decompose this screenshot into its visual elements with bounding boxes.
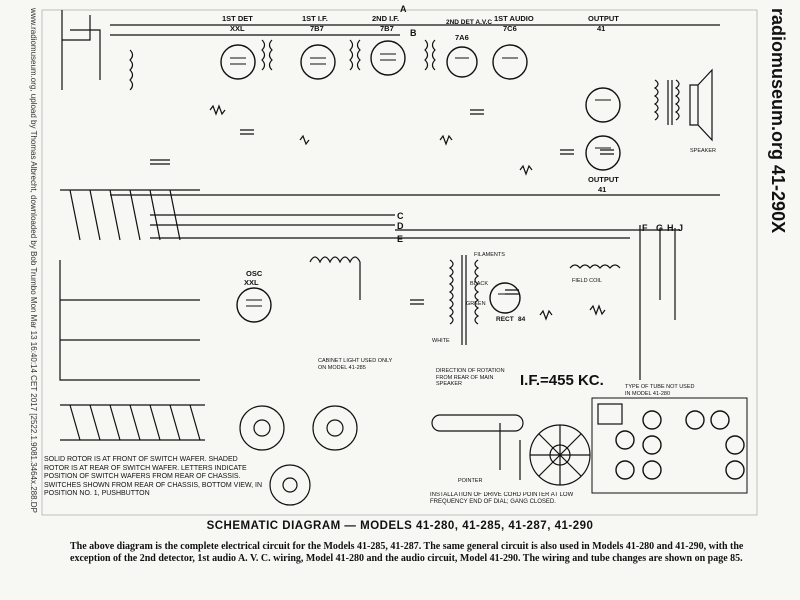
note-switch-rotor: SOLID ROTOR IS AT FRONT OF SWITCH WAFER.…: [44, 456, 263, 498]
if-frequency: I.F.=455 KC.: [520, 372, 604, 389]
bus-letter-h: H: [667, 223, 674, 233]
tube-grids: [230, 53, 611, 307]
watermark-left: www.radiomuseum.org, upload by Thomas Al…: [29, 8, 38, 513]
tube-socket-loc-1: [615, 430, 635, 450]
tube-type-2nd-det: 7A6: [455, 33, 469, 42]
bus-letter-e: E: [397, 234, 403, 244]
antenna-input: [61, 10, 101, 90]
bus-letter-c: C: [397, 211, 404, 221]
dial-spokes: [530, 425, 590, 485]
switch-wafer-c-hub: [282, 477, 298, 493]
output-transformer: [653, 79, 680, 125]
tube-type-output-2: 41: [598, 185, 606, 194]
tube-label-output-1: OUTPUT: [588, 14, 619, 23]
tube-socket-loc-9: [725, 460, 745, 480]
note-switch-rotor-box: SOLID ROTOR IS AT FRONT OF SWITCH WAFER.…: [44, 456, 263, 498]
bus-letter-g: G: [656, 223, 663, 233]
band-switch-wafers: [59, 189, 200, 381]
antenna-coil: [129, 49, 134, 91]
tube-socket-loc-8: [642, 460, 662, 480]
tube-socket-loc-7: [615, 460, 635, 480]
label-field-coil: FIELD COIL: [572, 278, 602, 284]
tube-2nd-det-avc: [446, 46, 478, 78]
tube-socket-loc-6: [725, 435, 745, 455]
tube-output-2: [585, 135, 621, 171]
schematic-frame: [41, 9, 758, 516]
watermark-left-box: www.radiomuseum.org, upload by Thomas Al…: [26, 8, 38, 513]
tube-label-osc: OSC: [246, 269, 263, 278]
tube-1st-if: [300, 44, 336, 80]
note-cabinet-light: CABINET LIGHT USED ONLY ON MODEL 41-285: [318, 358, 393, 371]
tube-socket-loc-3: [642, 435, 662, 455]
bus-letter-a: A: [400, 4, 407, 14]
diagram-title: SCHEMATIC DIAGRAM — MODELS 41-280, 41-28…: [206, 520, 594, 532]
bus-letter-j: J: [678, 223, 683, 233]
capacitors: [150, 109, 614, 305]
tube-rect: [489, 282, 521, 314]
tube-2nd-if: [370, 40, 406, 76]
note-direction: DIRECTION OF ROTATION FROM REAR OF MAIN …: [436, 368, 505, 387]
dial-drive-cord: [431, 414, 524, 480]
tube-label-2nd-det: 2ND DET A.V.C: [446, 19, 492, 26]
switch-wafer-c: [269, 464, 311, 506]
tube-label-1st-if: 1ST I.F.: [302, 14, 328, 23]
bus-letter-d: D: [397, 221, 404, 231]
signal-bus-fghj: [395, 225, 680, 380]
tube-location-panel: [591, 397, 748, 494]
field-coil: [569, 264, 621, 269]
tube-socket-loc-2: [642, 410, 662, 430]
switch-wafer-a: [239, 405, 285, 451]
tube-type-osc: XXL: [244, 278, 259, 287]
label-speaker: SPEAKER: [690, 148, 716, 154]
note-dial-install: INSTALLATION OF DRIVE CORD POINTER AT LO…: [430, 492, 574, 505]
diagram-caption: The above diagram is the complete electr…: [70, 541, 744, 564]
power-transformer: [448, 255, 480, 345]
watermark-right-box: radiomuseum.org 41-290X: [762, 8, 792, 288]
tube-location-inner: [597, 403, 623, 425]
tube-1st-audio: [492, 44, 528, 80]
label-white: WHITE: [432, 338, 450, 344]
if-transformer-3: [424, 39, 436, 71]
tube-socket-loc-5: [710, 410, 730, 430]
bus-letter-b: B: [410, 28, 417, 38]
note-dial-install-box: INSTALLATION OF DRIVE CORD POINTER AT LO…: [430, 492, 574, 505]
note-tube-location-box: TYPE OF TUBE NOT USED IN MODEL 41-280: [625, 384, 695, 397]
tube-type-1st-det: XXL: [230, 24, 245, 33]
top-rail: [110, 24, 720, 36]
tube-label-2nd-if: 2ND I.F.: [372, 14, 399, 23]
tube-type-output-1: 41: [597, 24, 605, 33]
if-transformer-2: [349, 39, 361, 71]
tube-type-1st-audio: 7C6: [503, 24, 517, 33]
tube-type-rect: 84: [518, 316, 526, 323]
if-transformer-1: [261, 39, 273, 71]
tube-output-1: [585, 87, 621, 123]
label-black: BLACK: [470, 281, 488, 287]
resistors: [209, 104, 606, 321]
tube-1st-det: [220, 44, 256, 80]
note-direction-box: DIRECTION OF ROTATION FROM REAR OF MAIN …: [436, 368, 505, 387]
tube-label-1st-det: 1ST DET: [222, 14, 253, 23]
note-tube-location: TYPE OF TUBE NOT USED IN MODEL 41-280: [625, 384, 695, 397]
switch-wafer-a-hub: [253, 419, 271, 437]
filament-string: [309, 256, 361, 300]
tube-label-rect: RECT: [496, 316, 514, 323]
switch-wafer-b-hub: [326, 419, 344, 437]
bus-letter-f: F: [642, 223, 648, 233]
tube-osc: [236, 287, 272, 323]
note-cabinet-light-box: CABINET LIGHT USED ONLY ON MODEL 41-285: [318, 358, 393, 371]
tube-type-2nd-if: 7B7: [380, 24, 394, 33]
label-green: GREEN: [466, 301, 486, 307]
tube-label-output-2: OUTPUT: [588, 175, 619, 184]
tube-type-1st-if: 7B7: [310, 24, 324, 33]
label-filaments: FILAMENTS: [474, 252, 505, 258]
switch-wafer-b: [312, 405, 358, 451]
label-pointer: POINTER: [458, 478, 482, 484]
speaker-symbol: [689, 68, 713, 142]
switch-contacts: [60, 404, 205, 441]
tube-socket-loc-4: [685, 410, 705, 430]
tube-label-1st-audio: 1ST AUDIO: [494, 14, 534, 23]
watermark-right: radiomuseum.org 41-290X: [768, 8, 788, 234]
